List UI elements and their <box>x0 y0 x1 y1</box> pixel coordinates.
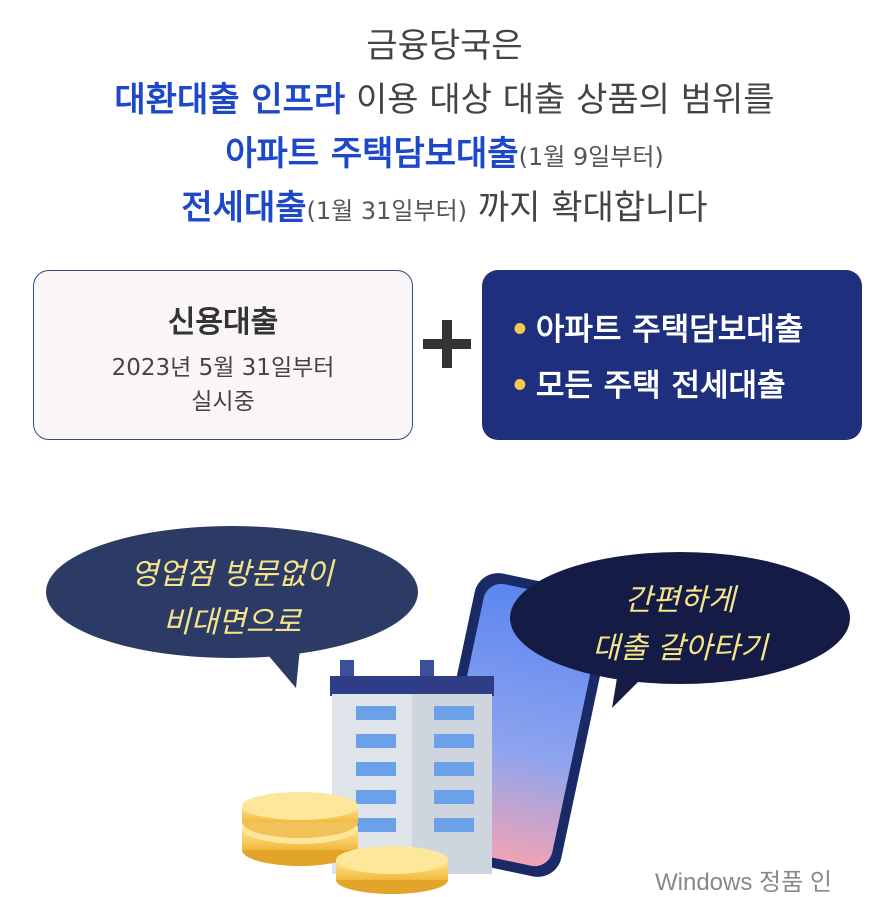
headline-line-2: 대환대출 인프라 이용 대상 대출 상품의 범위를 <box>0 72 889 121</box>
headline-mortgage-date: (1월 9일부터) <box>518 143 664 171</box>
expanded-loans-card: •아파트 주택담보대출 •모든 주택 전세대출 <box>482 270 862 440</box>
bullet-icon: • <box>510 312 530 348</box>
bubble-left-line-1: 영업점 방문없이 <box>130 557 334 592</box>
bubble-right-line-2: 대출 갈아타기 <box>592 631 768 666</box>
headline-line-2-rest: 이용 대상 대출 상품의 범위를 <box>345 80 775 120</box>
credit-loan-card: 신용대출 2023년 5월 31일부터 실시중 <box>33 270 413 440</box>
bubble-left-line-2: 비대면으로 <box>163 605 301 640</box>
headline-line-4-rest: 까지 확대합니다 <box>467 188 708 228</box>
expanded-loan-item-apartment: •아파트 주택담보대출 <box>510 312 804 348</box>
headline-jeonse-date: (1월 31일부터) <box>306 197 468 225</box>
credit-loan-status: 실시중 <box>191 389 255 415</box>
speech-bubble-right <box>510 552 850 708</box>
bullet-icon: • <box>510 368 530 404</box>
headline-line-3: 아파트 주택담보대출(1월 9일부터) <box>0 126 889 175</box>
headline-intro: 금융당국은 <box>366 26 523 66</box>
expanded-loan-item-jeonse: •모든 주택 전세대출 <box>510 368 786 404</box>
speech-bubble-left <box>46 526 418 688</box>
headline-highlight-jeonse: 전세대출 <box>181 188 307 228</box>
credit-loan-title: 신용대출 <box>167 305 279 340</box>
headline-highlight-infra: 대환대출 인프라 <box>114 80 346 120</box>
speech-bubble-right-text: 간편하게 대출 갈아타기 <box>510 553 850 683</box>
bubble-right-line-1: 간편하게 <box>624 583 736 618</box>
credit-loan-date: 2023년 5월 31일부터 <box>111 355 335 381</box>
headline-line-4: 전세대출(1월 31일부터) 까지 확대합니다 <box>0 180 889 229</box>
headline-highlight-mortgage: 아파트 주택담보대출 <box>225 134 519 174</box>
speech-bubble-left-text: 영업점 방문없이 비대면으로 <box>46 527 418 657</box>
plus-icon <box>423 320 471 368</box>
coins-icon <box>242 792 448 894</box>
headline-line-1: 금융당국은 <box>0 18 889 67</box>
windows-activation-watermark: Windows 정품 인 <box>655 869 832 896</box>
